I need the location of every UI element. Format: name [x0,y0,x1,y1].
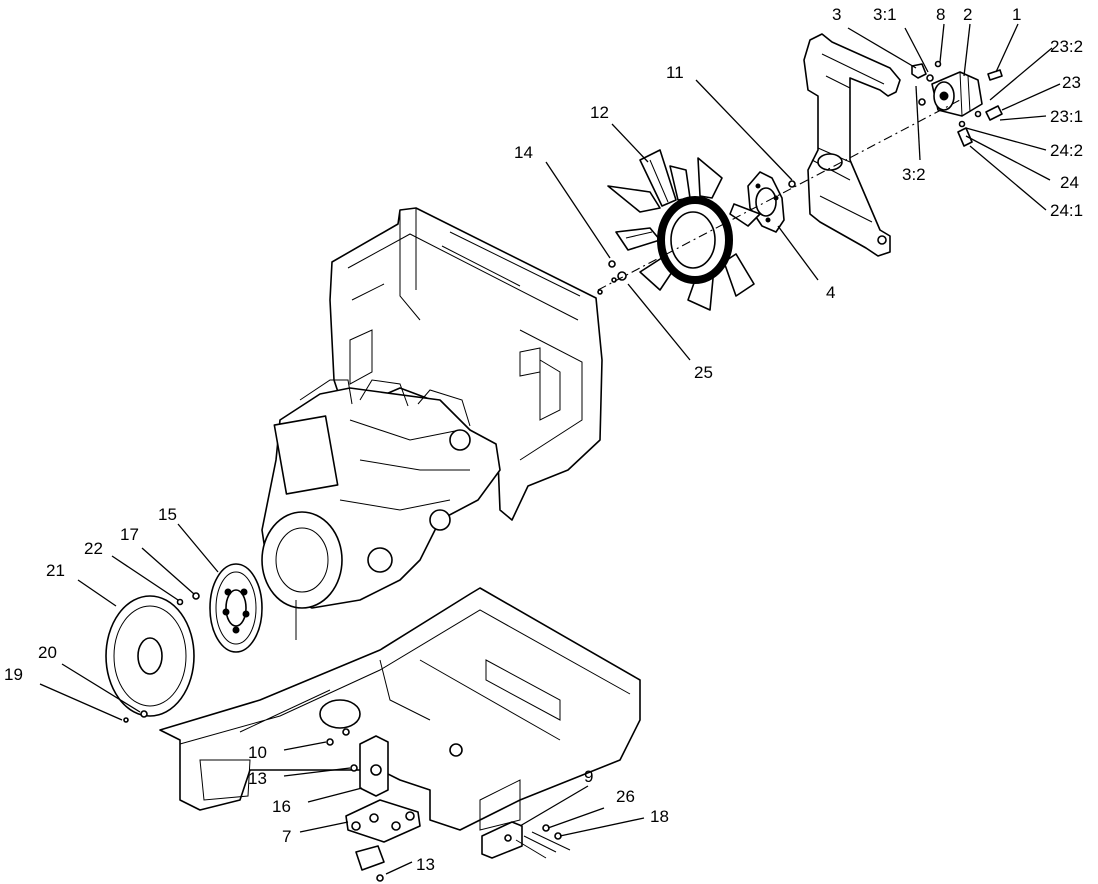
leader-lines [39,23,1061,875]
callout-9: 9 [584,767,593,786]
drive-coupling [176,563,263,653]
hydraulic-pump [931,71,983,117]
fan-hub-plate [747,171,796,233]
callout-26: 26 [616,787,635,806]
callout-3-2: 3:2 [902,165,926,184]
callout-11: 11 [666,63,684,82]
callout-23: 23 [1062,73,1081,92]
callout-4: 4 [826,283,835,302]
callout-13-upper: 13 [248,769,267,788]
pump-mount-bracket [803,33,901,257]
callout-20: 20 [38,643,57,662]
callout-13-lower: 13 [416,855,435,874]
flywheel [105,595,195,723]
shaft-centerline [597,99,961,291]
engine-block [261,379,501,640]
callout-15: 15 [158,505,177,524]
rear-bracket [481,821,571,859]
callout-2: 2 [963,5,972,24]
callout-1: 1 [1012,5,1021,24]
callout-7: 7 [282,827,291,846]
callout-22: 22 [84,539,103,558]
callout-3: 3 [832,5,841,24]
callout-21: 21 [46,561,65,580]
callout-23-1: 23:1 [1050,107,1083,126]
callout-18: 18 [650,807,669,826]
callout-10: 10 [248,743,267,762]
callout-24-1: 24:1 [1050,201,1083,220]
cooling-fan [607,149,761,311]
callout-labels: 1 2 3 3:1 8 23:2 23 23:1 24:2 24 24:1 3:… [4,5,1083,874]
callout-25: 25 [694,363,713,382]
callout-19: 19 [4,665,23,684]
hydraulic-valve-block [345,799,421,882]
callout-24-2: 24:2 [1050,141,1083,160]
callout-12: 12 [590,103,609,122]
callout-24: 24 [1060,173,1079,192]
callout-3-1: 3:1 [873,5,897,24]
pump-fittings [911,60,1003,147]
callout-17: 17 [120,525,139,544]
callout-16: 16 [272,797,291,816]
valve-bracket [326,728,389,797]
callout-23-2: 23:2 [1050,37,1083,56]
callout-8: 8 [936,5,945,24]
callout-14: 14 [514,143,533,162]
chassis-frame [159,587,641,831]
